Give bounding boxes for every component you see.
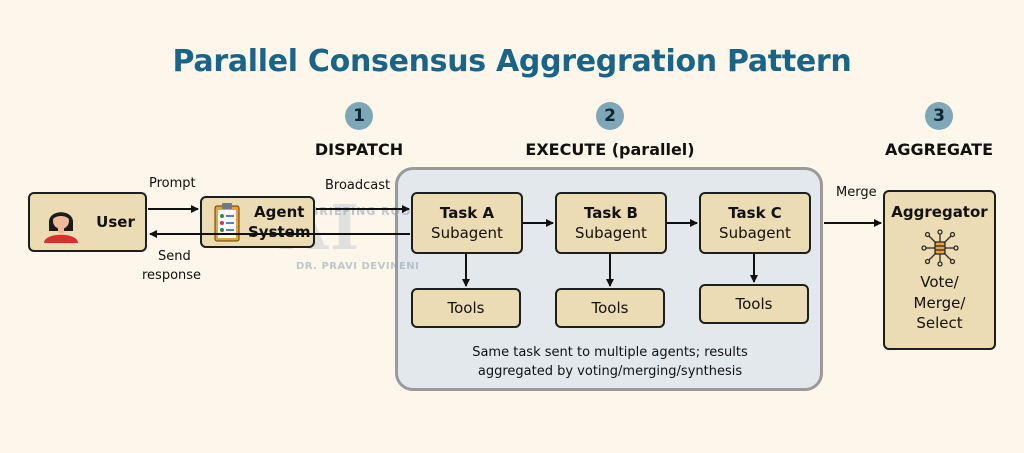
prompt-label: Prompt bbox=[149, 176, 196, 191]
network-hub-icon bbox=[920, 228, 960, 268]
step-1-label: DISPATCH bbox=[314, 140, 404, 159]
user-label: User bbox=[96, 212, 135, 231]
aggregator-node: Aggregator Vote/ Merge/ Select bbox=[883, 190, 996, 350]
task-b-subtitle: Subagent bbox=[575, 224, 647, 242]
aggregator-line2: Merge/ bbox=[913, 293, 966, 312]
task-a-node: Task A Subagent bbox=[411, 192, 523, 254]
step-2-label: EXECUTE (parallel) bbox=[525, 140, 695, 159]
aggregator-line1: Vote/ bbox=[920, 273, 959, 292]
clipboard-checklist-icon bbox=[214, 202, 240, 242]
aggregator-title: Aggregator bbox=[891, 203, 988, 221]
task-b-title: Task B bbox=[584, 203, 638, 222]
user-avatar-icon bbox=[40, 201, 82, 243]
task-a-subtitle: Subagent bbox=[431, 224, 503, 242]
execute-note: Same task sent to multiple agents; resul… bbox=[405, 344, 815, 382]
tools-a-node: Tools bbox=[411, 288, 521, 328]
tools-b-node: Tools bbox=[555, 288, 665, 328]
aggregator-line3: Select bbox=[916, 313, 963, 332]
step-3-badge: 3 bbox=[925, 102, 953, 130]
merge-label: Merge bbox=[836, 185, 877, 200]
step-2-badge: 2 bbox=[596, 102, 624, 130]
task-c-title: Task C bbox=[728, 203, 782, 222]
note-line2: aggregated by voting/merging/synthesis bbox=[477, 363, 743, 379]
tools-c-node: Tools bbox=[699, 284, 809, 324]
step-3-label: AGGREGATE bbox=[884, 140, 994, 159]
send-response-label-2: response bbox=[142, 268, 202, 283]
agent-label-line1: Agent bbox=[254, 202, 305, 221]
send-response-label-1: Send bbox=[158, 249, 191, 264]
page-title: Parallel Consensus Aggregration Pattern bbox=[172, 44, 852, 79]
agent-label-line2: System bbox=[248, 223, 311, 241]
user-node: User bbox=[28, 192, 147, 252]
step-1-badge: 1 bbox=[345, 102, 373, 130]
task-b-node: Task B Subagent bbox=[555, 192, 667, 254]
task-c-node: Task C Subagent bbox=[699, 192, 811, 254]
agent-system-node: Agent System bbox=[200, 196, 315, 248]
task-c-subtitle: Subagent bbox=[719, 224, 791, 242]
broadcast-label: Broadcast bbox=[325, 178, 391, 193]
note-line1: Same task sent to multiple agents; resul… bbox=[472, 345, 748, 360]
task-a-title: Task A bbox=[439, 203, 495, 222]
